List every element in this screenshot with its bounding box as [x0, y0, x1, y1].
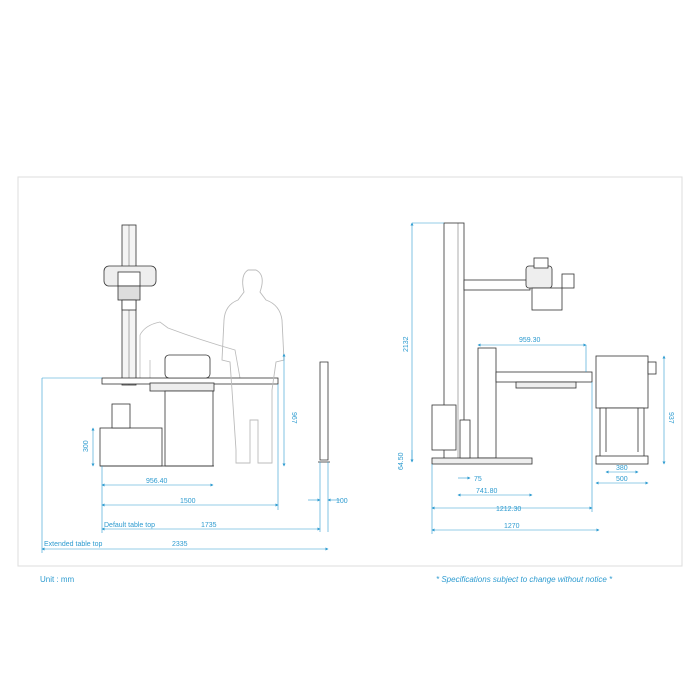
dim-extended-label: Extended table top — [44, 541, 102, 548]
side-dimensions — [410, 222, 600, 534]
front-base — [99, 427, 163, 467]
dim-default-label: Default table top — [104, 522, 155, 529]
dim-table-length: 1500 — [180, 498, 196, 505]
dim-total-depth: 1270 — [504, 523, 520, 530]
dim-table-top-width: 956.40 — [146, 478, 168, 485]
side-tabletop — [495, 371, 593, 383]
dim-cabinet-inner: 380 — [616, 465, 628, 472]
dim-table-depth: 1212.30 — [496, 506, 521, 513]
spec-note: * Specifications subject to change witho… — [436, 575, 613, 584]
cabinet-base — [599, 407, 645, 459]
dim-table-height: 967 — [290, 412, 297, 424]
side-arm — [463, 279, 531, 291]
side-tube-head — [525, 257, 575, 311]
front-dimensions — [41, 353, 340, 553]
side-table-support — [477, 347, 497, 459]
drawing-frame — [17, 176, 683, 567]
human-silhouette — [221, 269, 285, 464]
dim-default-value: 1735 — [201, 522, 217, 529]
front-tube-head — [103, 265, 157, 311]
cabinet-dimensions — [595, 355, 666, 485]
dim-total-height: 2132 — [403, 336, 410, 352]
side-view — [431, 222, 593, 465]
front-table-leg — [164, 390, 214, 467]
dim-cabinet-outer: 500 — [616, 476, 628, 483]
dim-base-height: 300 — [83, 440, 90, 452]
dim-gap: 75 — [474, 476, 482, 483]
side-foot-plate — [431, 457, 533, 465]
front-view — [99, 224, 279, 467]
dim-base-width: 741.80 — [476, 488, 498, 495]
front-side-panel — [318, 361, 330, 463]
dim-cabinet-height: 937 — [667, 412, 674, 424]
dog-silhouette — [139, 321, 241, 379]
unit-label: Unit : mm — [40, 575, 75, 584]
dim-panel-depth: 100 — [336, 498, 348, 505]
cabinet-top — [595, 355, 649, 409]
dim-arm-reach: 959.30 — [519, 337, 541, 344]
cabinet-view — [595, 355, 657, 465]
dim-extended-value: 2335 — [172, 541, 188, 548]
dim-floor-offset: 64.50 — [398, 452, 405, 470]
